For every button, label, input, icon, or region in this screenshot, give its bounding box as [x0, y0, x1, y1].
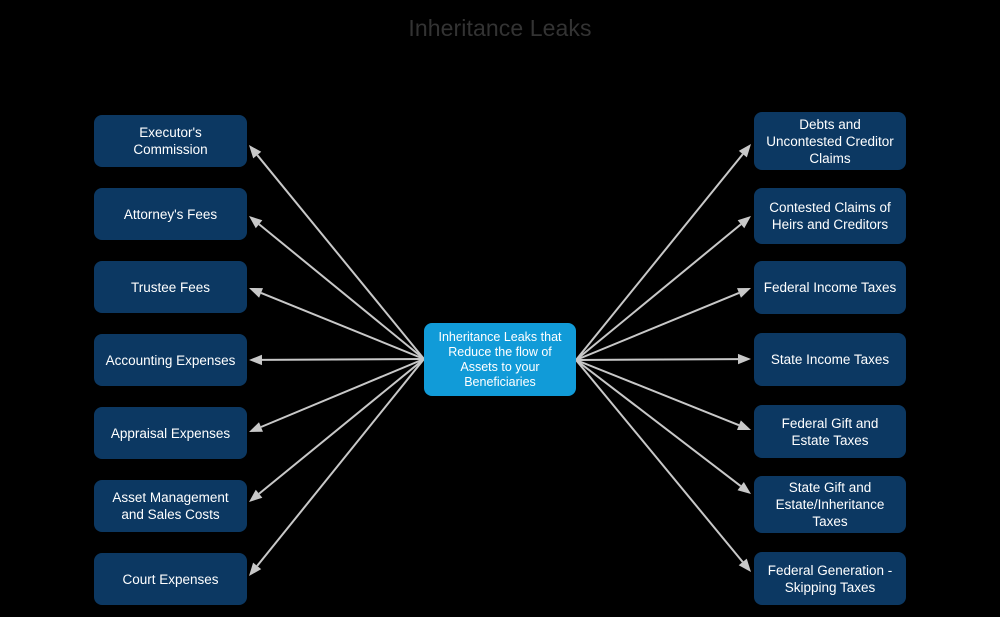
page-title: Inheritance Leaks	[408, 15, 592, 41]
node-label: Inheritance Leaks that Reduce the flow o…	[438, 329, 562, 389]
node-label: Accounting Expenses	[105, 352, 236, 368]
edge-left-6	[249, 358, 425, 576]
edge-right-0	[575, 144, 751, 361]
node-label: State Income Taxes	[770, 352, 890, 367]
node-label: State Gift and Estate/Inheritance Taxes	[775, 480, 885, 529]
leaf-node-right-0[interactable]: Debts and Uncontested Creditor Claims	[754, 112, 906, 170]
center-node[interactable]: Inheritance Leaks that Reduce the flow o…	[424, 323, 576, 396]
edge-right-2	[575, 288, 751, 361]
edge-left-0	[249, 145, 425, 360]
leaf-node-right-2[interactable]: Federal Income Taxes	[754, 261, 906, 314]
node-label: Federal Generation - Skipping Taxes	[767, 562, 893, 595]
leaf-node-right-6[interactable]: Federal Generation - Skipping Taxes	[754, 552, 906, 605]
leaf-node-left-6[interactable]: Court Expenses	[94, 553, 247, 605]
leaf-node-left-1[interactable]: Attorney's Fees	[94, 188, 247, 240]
node-label: Court Expenses	[122, 571, 219, 587]
leaf-node-left-0[interactable]: Executor's Commission	[94, 115, 247, 167]
node-label: Debts and Uncontested Creditor Claims	[766, 116, 894, 166]
leaf-node-left-4[interactable]: Appraisal Expenses	[94, 407, 247, 459]
node-label: Trustee Fees	[130, 279, 211, 295]
edge-left-2	[249, 288, 425, 360]
edge-right-6	[575, 359, 751, 572]
leaf-node-right-1[interactable]: Contested Claims of Heirs and Creditors	[754, 188, 906, 244]
edge-right-5	[575, 359, 751, 494]
leaf-node-right-4[interactable]: Federal Gift and Estate Taxes	[754, 405, 906, 458]
leaf-node-left-2[interactable]: Trustee Fees	[94, 261, 247, 313]
edge-left-1	[249, 216, 425, 360]
leaf-node-right-3[interactable]: State Income Taxes	[754, 333, 906, 386]
edge-right-1	[575, 216, 751, 361]
node-label: Federal Gift and Estate Taxes	[781, 415, 879, 448]
edge-left-4	[249, 358, 425, 432]
node-label: Contested Claims of Heirs and Creditors	[769, 200, 891, 232]
edge-left-3	[249, 354, 425, 366]
node-label: Executor's Commission	[133, 125, 208, 157]
node-label: Attorney's Fees	[123, 206, 218, 222]
leaf-node-left-5[interactable]: Asset Management and Sales Costs	[94, 480, 247, 532]
node-label: Appraisal Expenses	[110, 425, 231, 441]
edge-right-3	[575, 353, 751, 365]
leaf-node-left-3[interactable]: Accounting Expenses	[94, 334, 247, 386]
edge-right-4	[575, 359, 751, 430]
leaf-node-right-5[interactable]: State Gift and Estate/Inheritance Taxes	[754, 476, 906, 533]
edge-left-5	[249, 358, 425, 502]
node-label: Asset Management and Sales Costs	[112, 490, 229, 522]
node-label: Federal Income Taxes	[763, 280, 897, 295]
